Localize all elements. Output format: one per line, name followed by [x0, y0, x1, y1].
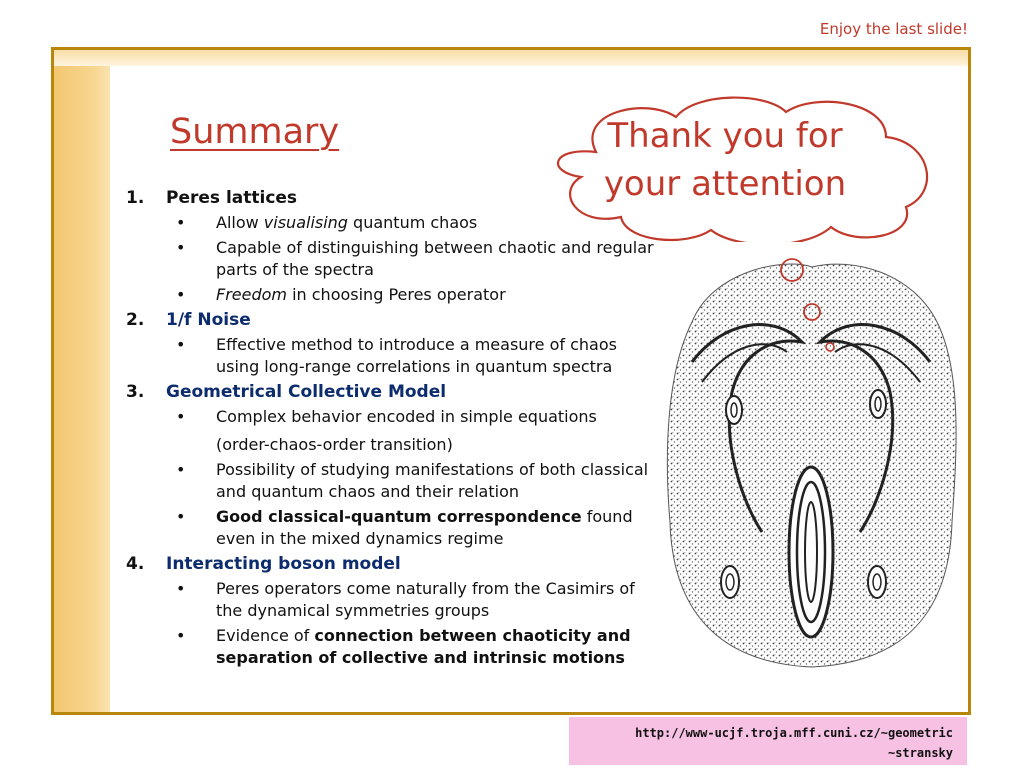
- item-text: Allow: [216, 213, 264, 232]
- section-number: 1.: [126, 188, 145, 208]
- section-heading: 1. Peres lattices: [126, 187, 656, 209]
- list-item: • Evidence of connection between chaotic…: [176, 625, 656, 669]
- item-text: Complex behavior encoded in simple equat…: [216, 407, 597, 426]
- section-title: Peres lattices: [166, 188, 298, 208]
- bullet: •: [176, 285, 186, 304]
- item-text: in choosing Peres operator: [287, 285, 506, 304]
- list-item: • Freedom in choosing Peres operator: [176, 284, 656, 306]
- item-italic: Freedom: [216, 285, 287, 304]
- section-number: 4.: [126, 554, 145, 574]
- bullet: •: [176, 507, 186, 526]
- bullet: •: [176, 579, 186, 598]
- frame-top-band: [54, 50, 968, 66]
- top-note: Enjoy the last slide!: [819, 20, 968, 38]
- url-line-1: http://www-ucjf.troja.mff.cuni.cz/~geome…: [635, 726, 953, 740]
- bullet: •: [176, 626, 186, 645]
- list-item: • Possibility of studying manifestations…: [176, 459, 656, 503]
- callout-line-1: Thank you for: [607, 116, 843, 156]
- thought-cloud-icon: [556, 96, 929, 242]
- poincare-section-figure: [666, 258, 957, 668]
- section-heading: 4. Interacting boson model: [126, 553, 656, 575]
- list-item: • Allow visualising quantum chaos: [176, 212, 656, 234]
- list-item: • Effective method to introduce a measur…: [176, 334, 656, 378]
- section-title: Geometrical Collective Model: [166, 382, 447, 402]
- list-item: • Complex behavior encoded in simple equ…: [176, 406, 656, 428]
- callout-line-2: your attention: [603, 164, 847, 204]
- item-text: Capable of distinguishing between chaoti…: [216, 238, 654, 279]
- bullet: •: [176, 407, 186, 426]
- item-continuation: (order-chaos-order transition): [216, 435, 453, 454]
- item-text: quantum chaos: [347, 213, 478, 232]
- url-line-2: ~stransky: [887, 746, 953, 760]
- bullet: •: [176, 238, 186, 257]
- slide-title: Summary: [170, 112, 340, 152]
- section-heading: 2. 1/f Noise: [126, 309, 656, 331]
- item-text: Peres operators come naturally from the …: [216, 579, 635, 620]
- bullet: •: [176, 335, 186, 354]
- item-text: Evidence of: [216, 626, 315, 645]
- section-number: 3.: [126, 382, 145, 402]
- list-item: • Peres operators come naturally from th…: [176, 578, 656, 622]
- item-bold: connection between chaoticity and separa…: [216, 626, 631, 667]
- item-text: found even in the mixed dynamics regime: [216, 507, 633, 548]
- section-title: 1/f Noise: [166, 310, 251, 330]
- section-heading: 3. Geometrical Collective Model: [126, 381, 656, 403]
- list-item: • Capable of distinguishing between chao…: [176, 237, 656, 281]
- bullet: •: [176, 213, 186, 232]
- bullet: •: [176, 460, 186, 479]
- section-title: Interacting boson model: [166, 554, 401, 574]
- url-footer: http://www-ucjf.troja.mff.cuni.cz/~geome…: [569, 717, 967, 765]
- item-italic: visualising: [263, 213, 348, 232]
- summary-outline: 1. Peres lattices • Allow visualising qu…: [126, 184, 656, 669]
- thank-you-callout: Thank you for your attention: [575, 112, 875, 208]
- list-item: • Good classical-quantum correspondence …: [176, 506, 656, 550]
- item-text: Possibility of studying manifestations o…: [216, 460, 649, 501]
- item-text: Effective method to introduce a measure …: [216, 335, 617, 376]
- section-number: 2.: [126, 310, 145, 330]
- item-bold: Good classical-quantum correspondence: [216, 507, 582, 526]
